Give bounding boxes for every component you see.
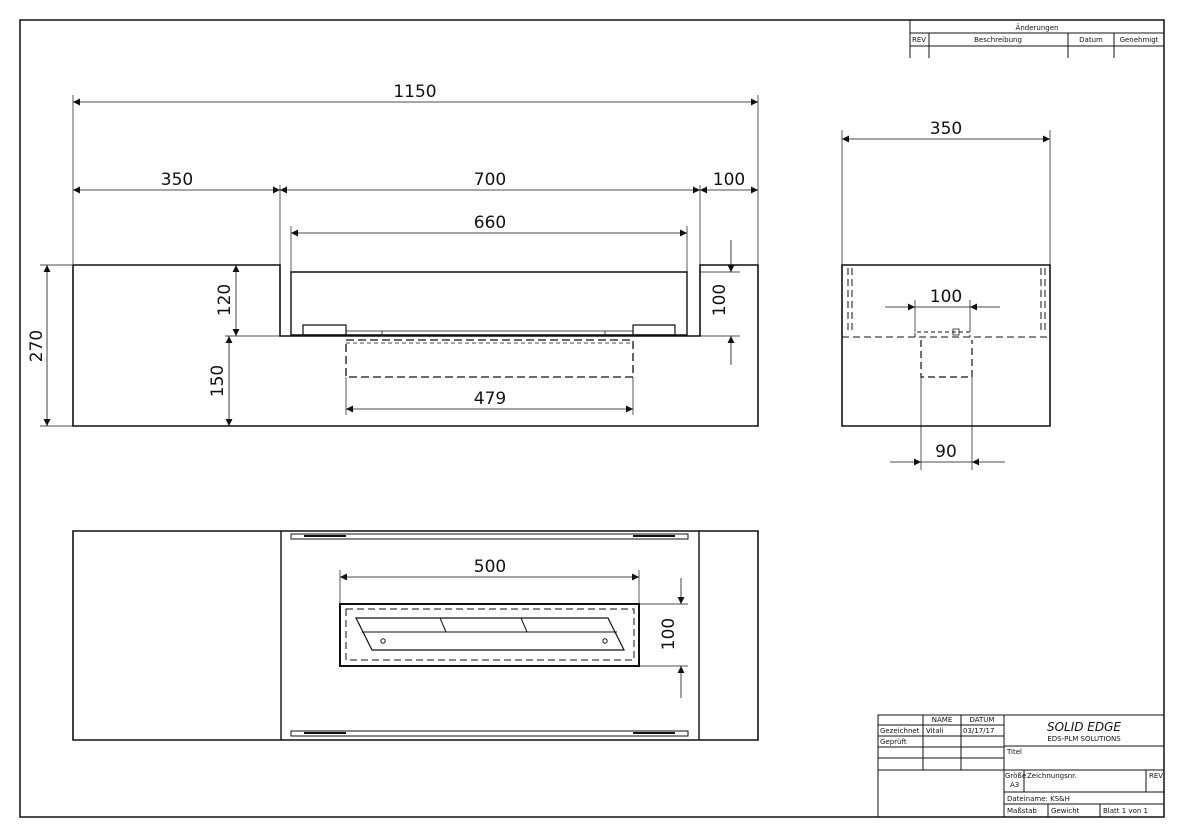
drawing-number-label: Zeichnungsnr. xyxy=(1027,772,1077,780)
scale-label: Maßstab xyxy=(1007,807,1037,815)
revision-table: Änderungen REV Beschreibung Datum Genehm… xyxy=(910,20,1164,58)
dim-text-500: 500 xyxy=(474,557,506,577)
rev-label: REV xyxy=(1149,772,1163,780)
drawing-border xyxy=(20,20,1164,817)
dim-text-350-side: 350 xyxy=(930,119,962,139)
top-burner-outer xyxy=(340,604,639,666)
front-body-outline xyxy=(73,265,758,426)
top-view xyxy=(73,531,758,740)
dim-text-120: 120 xyxy=(215,284,235,316)
title-row-drawn-date: 03/17/17 xyxy=(963,727,994,735)
dim-text-660: 660 xyxy=(474,213,506,233)
size-value: A3 xyxy=(1010,781,1019,789)
side-body-outline xyxy=(842,265,1050,426)
revision-header-description: Beschreibung xyxy=(974,36,1022,44)
dim-text-700: 700 xyxy=(474,170,506,190)
dim-text-100-top: 100 xyxy=(659,618,679,650)
dim-text-150: 150 xyxy=(208,365,228,397)
revision-table-title: Änderungen xyxy=(1016,23,1059,32)
front-foot-right xyxy=(633,325,675,335)
solid-edge-logo-title: SOLID EDGE xyxy=(1047,720,1121,734)
dim-text-350-front: 350 xyxy=(161,170,193,190)
revision-header-approved: Genehmigt xyxy=(1120,36,1159,44)
size-label: Größe xyxy=(1005,772,1026,780)
solid-edge-logo-subtitle: EDS-PLM SOLUTIONS xyxy=(1047,735,1121,743)
sheet-label: Blatt 1 von 1 xyxy=(1103,807,1148,815)
title-block xyxy=(878,715,1164,817)
side-hidden-tank xyxy=(921,340,972,377)
top-burner-slot xyxy=(356,618,624,650)
dim-text-100-right: 100 xyxy=(713,170,745,190)
dim-text-90-side: 90 xyxy=(935,442,957,462)
front-insert-box xyxy=(291,272,687,335)
revision-header-date: Datum xyxy=(1079,36,1103,44)
front-hidden-tank xyxy=(346,340,633,377)
file-name: Dateiname: KS&H xyxy=(1007,795,1070,803)
top-rail-upper xyxy=(291,534,688,539)
dim-text-1150: 1150 xyxy=(393,82,436,102)
front-view xyxy=(40,95,758,426)
side-view xyxy=(842,130,1050,470)
title-label: Titel xyxy=(1006,748,1022,756)
dim-text-270: 270 xyxy=(27,330,47,362)
title-col-date: DATUM xyxy=(970,716,995,724)
dim-text-479: 479 xyxy=(474,389,506,409)
revision-header-rev: REV xyxy=(912,36,926,44)
top-rail-lower xyxy=(291,731,688,736)
top-burner-inner xyxy=(346,609,634,660)
weight-label: Gewicht xyxy=(1051,807,1080,815)
title-col-name: NAME xyxy=(932,716,953,724)
dim-text-100-front: 100 xyxy=(710,284,730,316)
title-row-checked-label: Geprüft xyxy=(880,738,907,746)
title-row-drawn-name: Vitali xyxy=(926,727,944,735)
top-body-outline xyxy=(73,531,758,740)
dim-text-100-side: 100 xyxy=(930,287,962,307)
title-row-drawn-label: Gezeichnet xyxy=(880,727,920,735)
front-foot-left xyxy=(303,325,346,335)
